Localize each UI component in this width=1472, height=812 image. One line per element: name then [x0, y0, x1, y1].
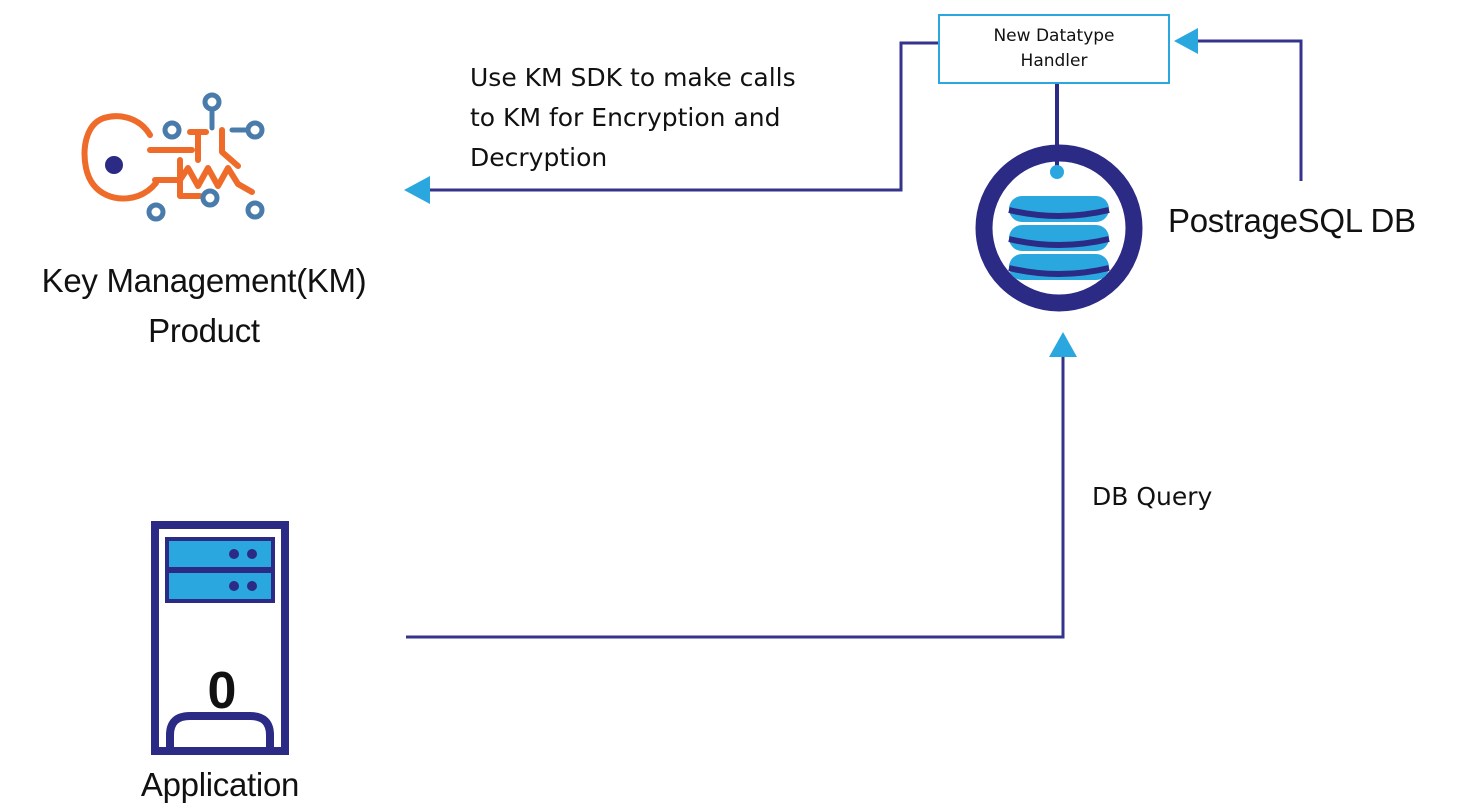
- db-query-arrowhead: [1049, 332, 1077, 357]
- datatype-handler-box: New Datatype Handler: [938, 14, 1170, 84]
- handler-line-2: Handler: [1020, 51, 1088, 71]
- application-label: Application: [140, 766, 300, 803]
- server-icon: 0: [151, 521, 289, 755]
- db-query-connector: [406, 332, 1077, 639]
- sdk-note-line-3: Decryption: [470, 143, 608, 172]
- sdk-call-arrowhead: [404, 176, 430, 204]
- sdk-call-connector: [404, 41, 938, 204]
- server-digit: 0: [208, 662, 237, 720]
- db-to-handler-connector: [1174, 28, 1303, 181]
- sdk-note-line-1: Use KM SDK to make calls: [470, 63, 796, 92]
- sdk-note: Use KM SDK to make calls to KM for Encry…: [470, 58, 796, 178]
- db-to-handler-arrowhead: [1174, 28, 1198, 54]
- sdk-call-line: [430, 41, 938, 192]
- km-title-line-2: Product: [148, 312, 260, 349]
- db-to-handler-line: [1198, 39, 1303, 181]
- db-query-label: DB Query: [1092, 482, 1213, 511]
- key-circuit-icon: [81, 92, 265, 222]
- km-product-label: Key Management(KM) Product: [0, 256, 408, 356]
- sdk-note-line-2: to KM for Encryption and: [470, 103, 781, 132]
- db-query-line: [406, 356, 1065, 639]
- handler-line-1: New Datatype: [993, 26, 1115, 46]
- database-icon: [975, 84, 1143, 312]
- km-title-line-1: Key Management(KM): [41, 262, 367, 299]
- db-label: PostrageSQL DB: [1168, 202, 1416, 239]
